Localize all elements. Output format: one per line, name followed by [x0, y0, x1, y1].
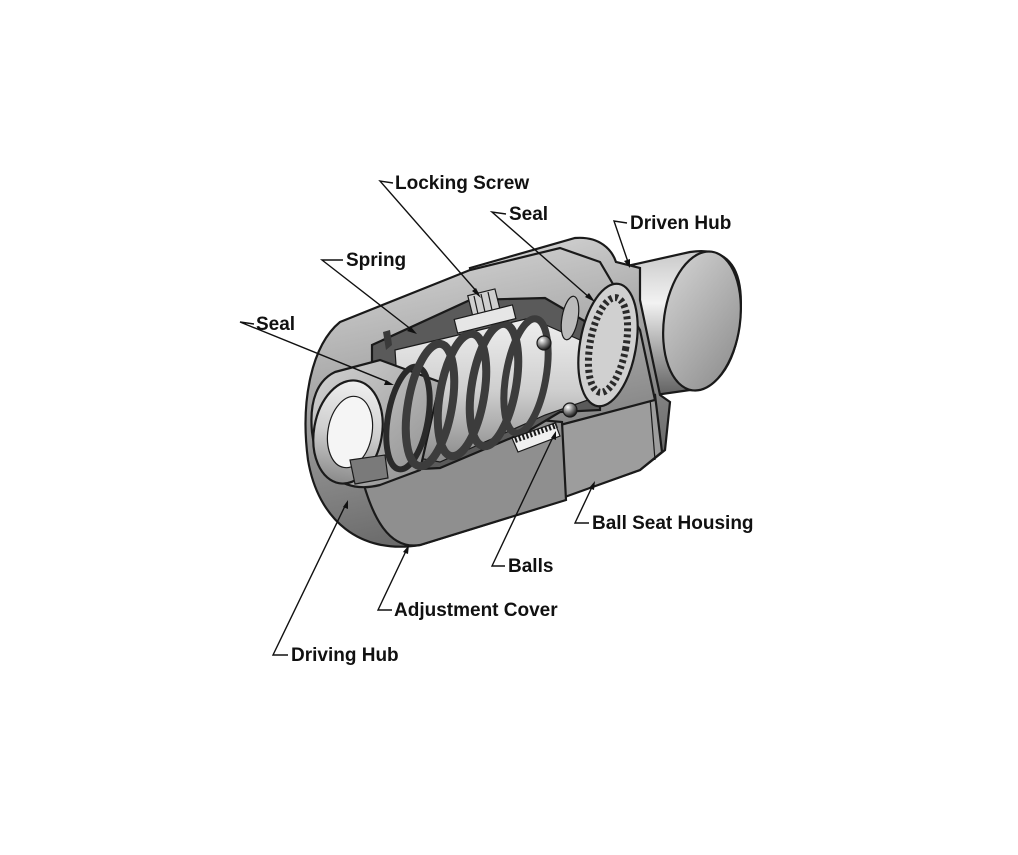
- ball-seat-teeth-lower: [511, 422, 561, 453]
- balls: [536, 335, 578, 418]
- locking-screw: [453, 288, 517, 334]
- label-driven-hub: Driven Hub: [630, 213, 731, 234]
- label-driving-hub: Driving Hub: [291, 645, 399, 666]
- label-seal-top: Seal: [509, 204, 548, 225]
- leader-lines: [239, 180, 630, 656]
- label-locking-screw: Locking Screw: [395, 173, 529, 194]
- spring-coils: [401, 315, 552, 471]
- ball-seat-gear: [560, 282, 639, 408]
- label-spring: Spring: [346, 250, 406, 271]
- coupling-illustration: [304, 236, 742, 548]
- label-adjustment-cover: Adjustment Cover: [394, 600, 558, 621]
- callout-labels: Locking Screw Seal Driven Hub Spring Sea…: [256, 173, 754, 666]
- set-screw-hole: [383, 330, 392, 350]
- label-balls: Balls: [508, 556, 553, 577]
- label-seal-left: Seal: [256, 314, 295, 335]
- label-ball-seat-housing: Ball Seat Housing: [592, 513, 754, 534]
